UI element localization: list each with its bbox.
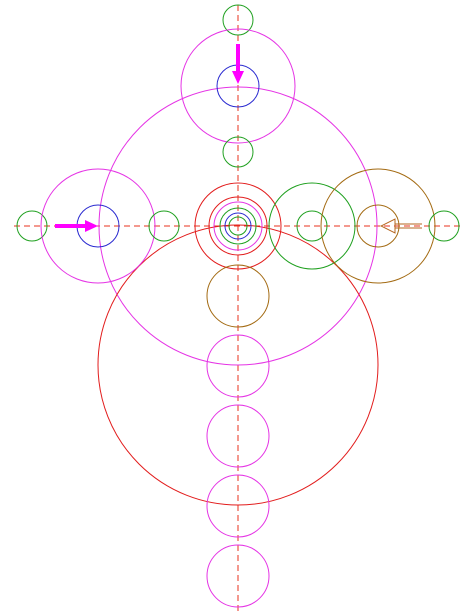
right-small-brown-circle bbox=[356, 204, 400, 248]
left-arrow-icon bbox=[379, 218, 422, 234]
lower-magenta-circle-2 bbox=[206, 404, 270, 468]
center-magenta-ring bbox=[213, 201, 263, 251]
lower-brown-circle bbox=[206, 264, 270, 328]
top-small-green-circle bbox=[222, 4, 254, 36]
right-brown-circle bbox=[320, 168, 436, 284]
center-red-ring-outer bbox=[194, 182, 282, 270]
right-outer-green-circle bbox=[428, 210, 460, 242]
lower-magenta-circle-1 bbox=[206, 334, 270, 398]
right-arrow-icon bbox=[55, 220, 98, 232]
large-red-circle bbox=[97, 224, 379, 506]
center-green-ring bbox=[219, 207, 257, 245]
down-arrow-icon bbox=[232, 44, 244, 84]
lower-magenta-circle-4 bbox=[206, 544, 270, 608]
center-small-green-ring bbox=[228, 216, 248, 236]
center-blue-ring bbox=[224, 212, 252, 240]
center-red-ring-inner bbox=[208, 196, 268, 256]
right-small-green-circle bbox=[296, 210, 328, 242]
left-inner-green-circle bbox=[148, 210, 180, 242]
left-outer-green-circle bbox=[16, 210, 48, 242]
left-magenta-circle bbox=[40, 168, 156, 284]
top-magenta-circle bbox=[180, 28, 296, 144]
right-green-circle bbox=[268, 182, 356, 270]
large-magenta-circle bbox=[98, 86, 378, 366]
upper-green-circle bbox=[222, 136, 254, 168]
lower-magenta-circle-3 bbox=[206, 474, 270, 538]
